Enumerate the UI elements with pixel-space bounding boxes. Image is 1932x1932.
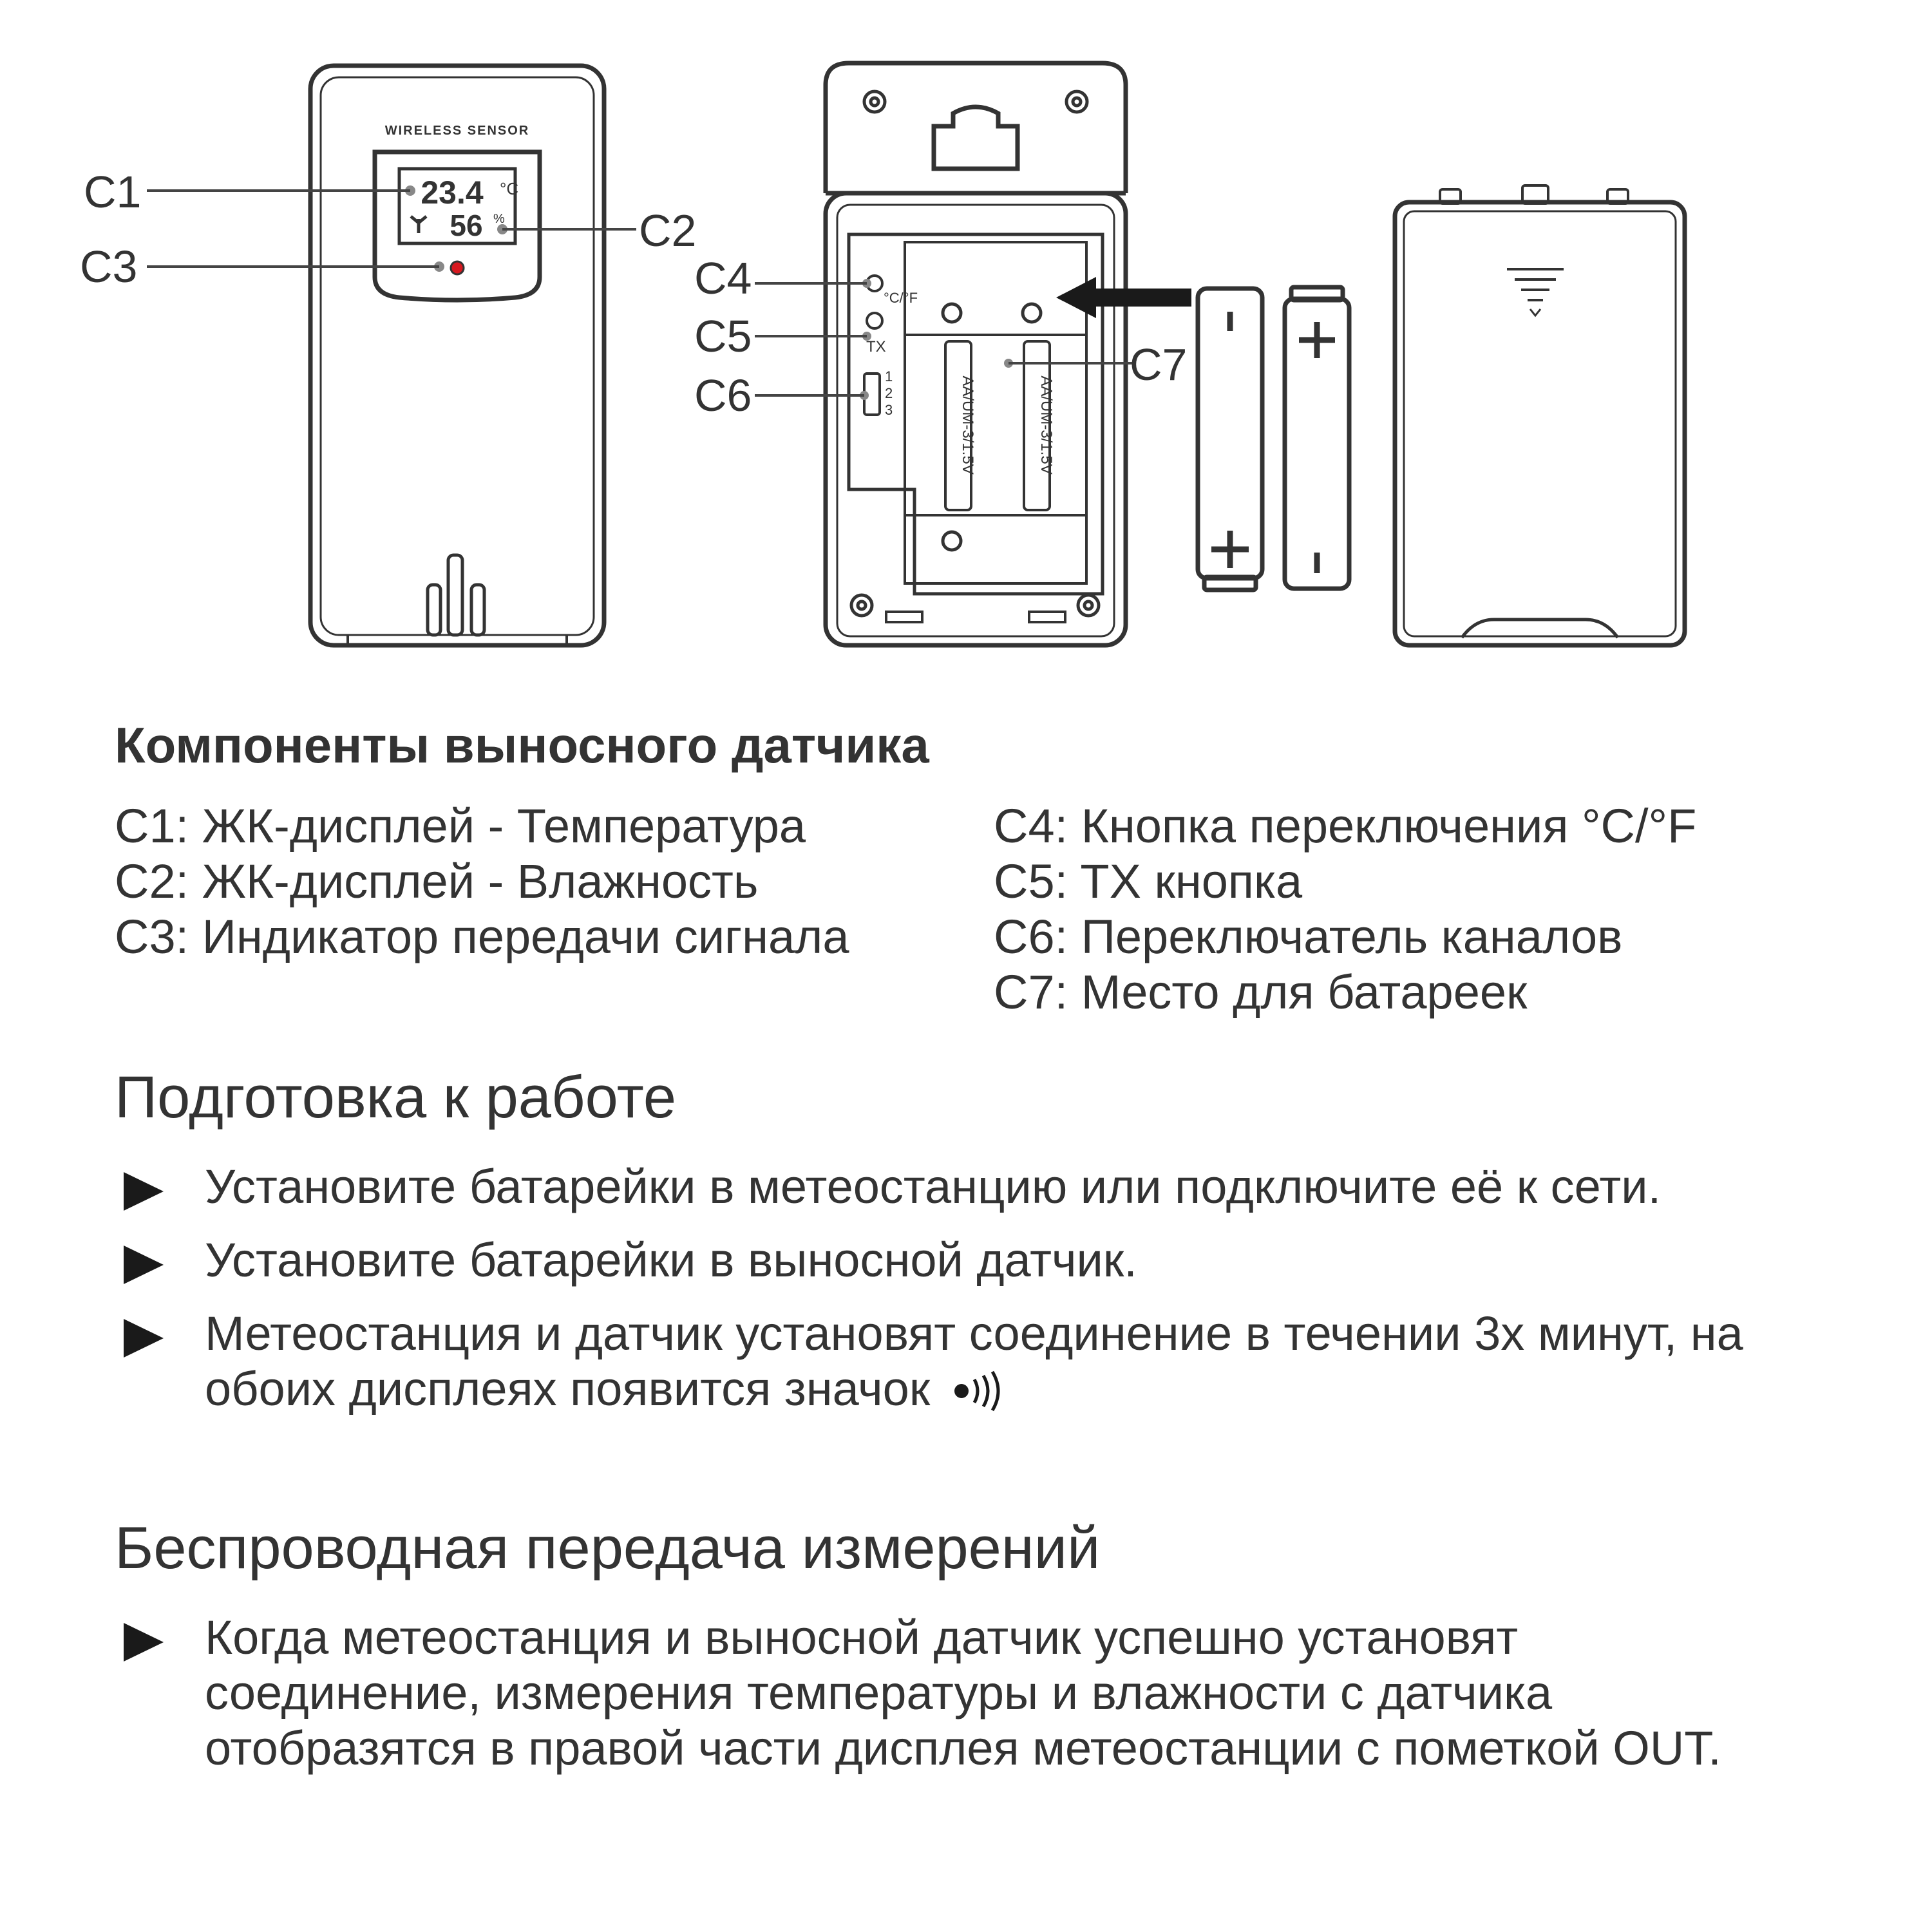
battery-slot-label-1: AA/UM-3/1.5V: [959, 375, 976, 474]
preparation-item-text: Установите батарейки в метеостанцию или …: [205, 1160, 1662, 1213]
button-c5-label: TX: [866, 338, 886, 355]
bullet-triangle-icon: [124, 1319, 164, 1358]
callout-c7: C7: [1130, 339, 1187, 390]
sensor-front-view: [308, 63, 607, 648]
wireless-heading: Беспроводная передача измерений: [115, 1515, 1101, 1581]
preparation-item: Установите батарейки в метеостанцию или …: [115, 1159, 1789, 1215]
switch-position-1: 1: [885, 368, 893, 384]
preparation-item-text: Установите батарейки в выносной датчик.: [205, 1233, 1137, 1287]
sensor-illustration: WIRELESS SENSOR 23.4 °C 56 %: [80, 61, 1687, 648]
bullet-triangle-icon: [124, 1245, 164, 1284]
insert-arrow-icon: [1056, 277, 1191, 318]
lcd-humidity: 56: [450, 209, 482, 242]
component-c2: C2: ЖК-дисплей - Влажность: [115, 855, 759, 908]
preparation-item: Установите батарейки в выносной датчик.: [115, 1233, 1789, 1288]
component-c4: C4: Кнопка переключения °C/°F: [994, 799, 1697, 853]
preparation-list: Установите батарейки в метеостанцию или …: [115, 1159, 1789, 1417]
signal-icon: [954, 1370, 1000, 1412]
preparation-heading: Подготовка к работе: [115, 1065, 677, 1130]
component-c5: C5: TX кнопка: [994, 855, 1303, 908]
callout-lines: [147, 189, 1132, 397]
bullet-triangle-icon: [124, 1623, 164, 1662]
bullet-triangle-icon: [124, 1172, 164, 1211]
component-c6: C6: Переключатель каналов: [994, 910, 1623, 963]
callout-c4: C4: [694, 253, 752, 303]
wireless-item-text: Когда метеостанция и выносной датчик усп…: [205, 1611, 1721, 1775]
component-c1: C1: ЖК-дисплей - Температура: [115, 799, 806, 853]
preparation-item-text: Метеостанция и датчик установят соединен…: [205, 1307, 1743, 1416]
wireless-list: Когда метеостанция и выносной датчик усп…: [115, 1610, 1789, 1776]
button-c4-label: °C/°F: [884, 290, 918, 306]
lcd-temperature-unit: °C: [500, 179, 518, 198]
wireless-item: Когда метеостанция и выносной датчик усп…: [115, 1610, 1789, 1776]
sensor-back-view: [823, 61, 1128, 648]
battery-slot-label-2: AA/UM-3/1.5V: [1037, 375, 1055, 474]
callout-c6: C6: [694, 370, 752, 421]
components-left-column: C1: ЖК-дисплей - Температура C2: ЖК-дисп…: [115, 799, 965, 965]
callout-c1: C1: [84, 167, 141, 217]
screw-icon: [849, 90, 1101, 618]
callout-c3: C3: [80, 242, 137, 292]
components-right-column: C4: Кнопка переключения °C/°F C5: TX кно…: [994, 799, 1908, 1020]
switch-position-2: 2: [885, 385, 893, 401]
transmission-led: [450, 260, 465, 276]
components-heading: Компоненты выносного датчика: [115, 717, 929, 773]
callout-c5: C5: [694, 311, 752, 361]
switch-position-3: 3: [885, 402, 893, 418]
battery-left: [1195, 286, 1265, 592]
component-c3: C3: Индикатор передачи сигнала: [115, 910, 849, 963]
battery-cover: [1392, 184, 1687, 648]
preparation-item: Метеостанция и датчик установят соединен…: [115, 1306, 1789, 1417]
lcd-antenna-icon: [410, 215, 428, 233]
battery-right: [1282, 285, 1352, 591]
sensor-brand-label: WIRELESS SENSOR: [385, 124, 529, 138]
lcd-temperature: 23.4: [421, 175, 484, 211]
lcd-humidity-unit: %: [493, 212, 505, 226]
component-c7: C7: Место для батареек: [994, 965, 1528, 1019]
callout-c2: C2: [639, 205, 696, 256]
